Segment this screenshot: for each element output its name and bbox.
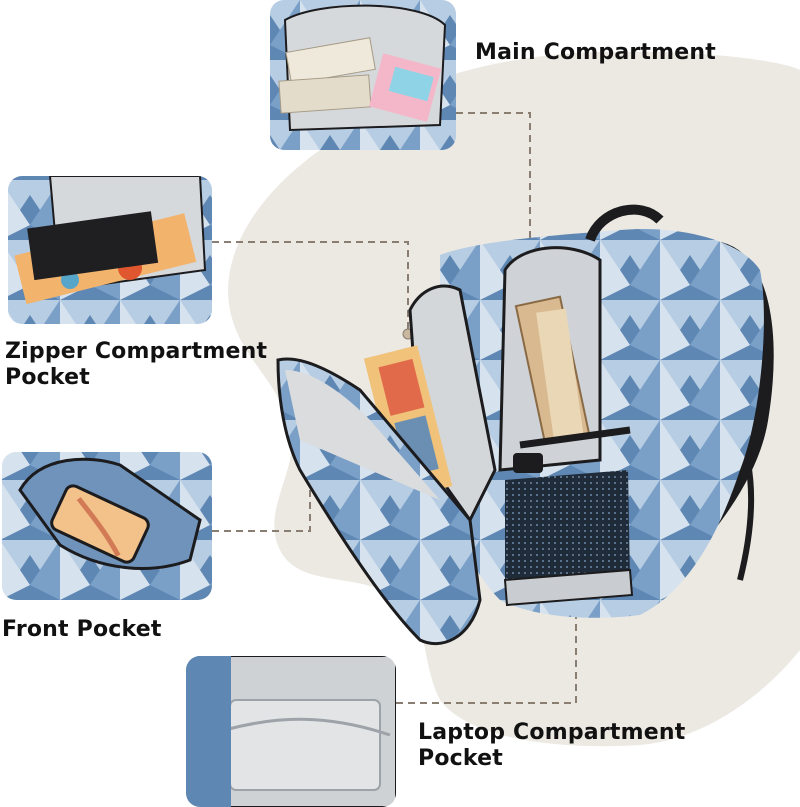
label-main-compartment: Main Compartment <box>475 40 716 66</box>
zipper-compartment-photo <box>8 176 212 324</box>
label-front-pocket: Front Pocket <box>2 617 162 643</box>
label-laptop-line1: Laptop Compartment <box>418 720 686 745</box>
label-zipper-line2: Pocket <box>5 365 90 390</box>
backpack-photo <box>276 204 774 646</box>
laptop-compartment-photo <box>186 656 396 807</box>
label-zipper-compartment-pocket: Zipper Compartment Pocket <box>5 339 285 391</box>
label-main-compartment-text: Main Compartment <box>475 40 716 65</box>
label-front-pocket-text: Front Pocket <box>2 617 162 642</box>
main-compartment-photo <box>270 0 456 150</box>
label-laptop-compartment-pocket: Laptop Compartment Pocket <box>418 720 718 772</box>
front-pocket-photo <box>2 452 212 600</box>
label-zipper-line1: Zipper Compartment <box>5 339 268 364</box>
label-laptop-line2: Pocket <box>418 746 503 771</box>
